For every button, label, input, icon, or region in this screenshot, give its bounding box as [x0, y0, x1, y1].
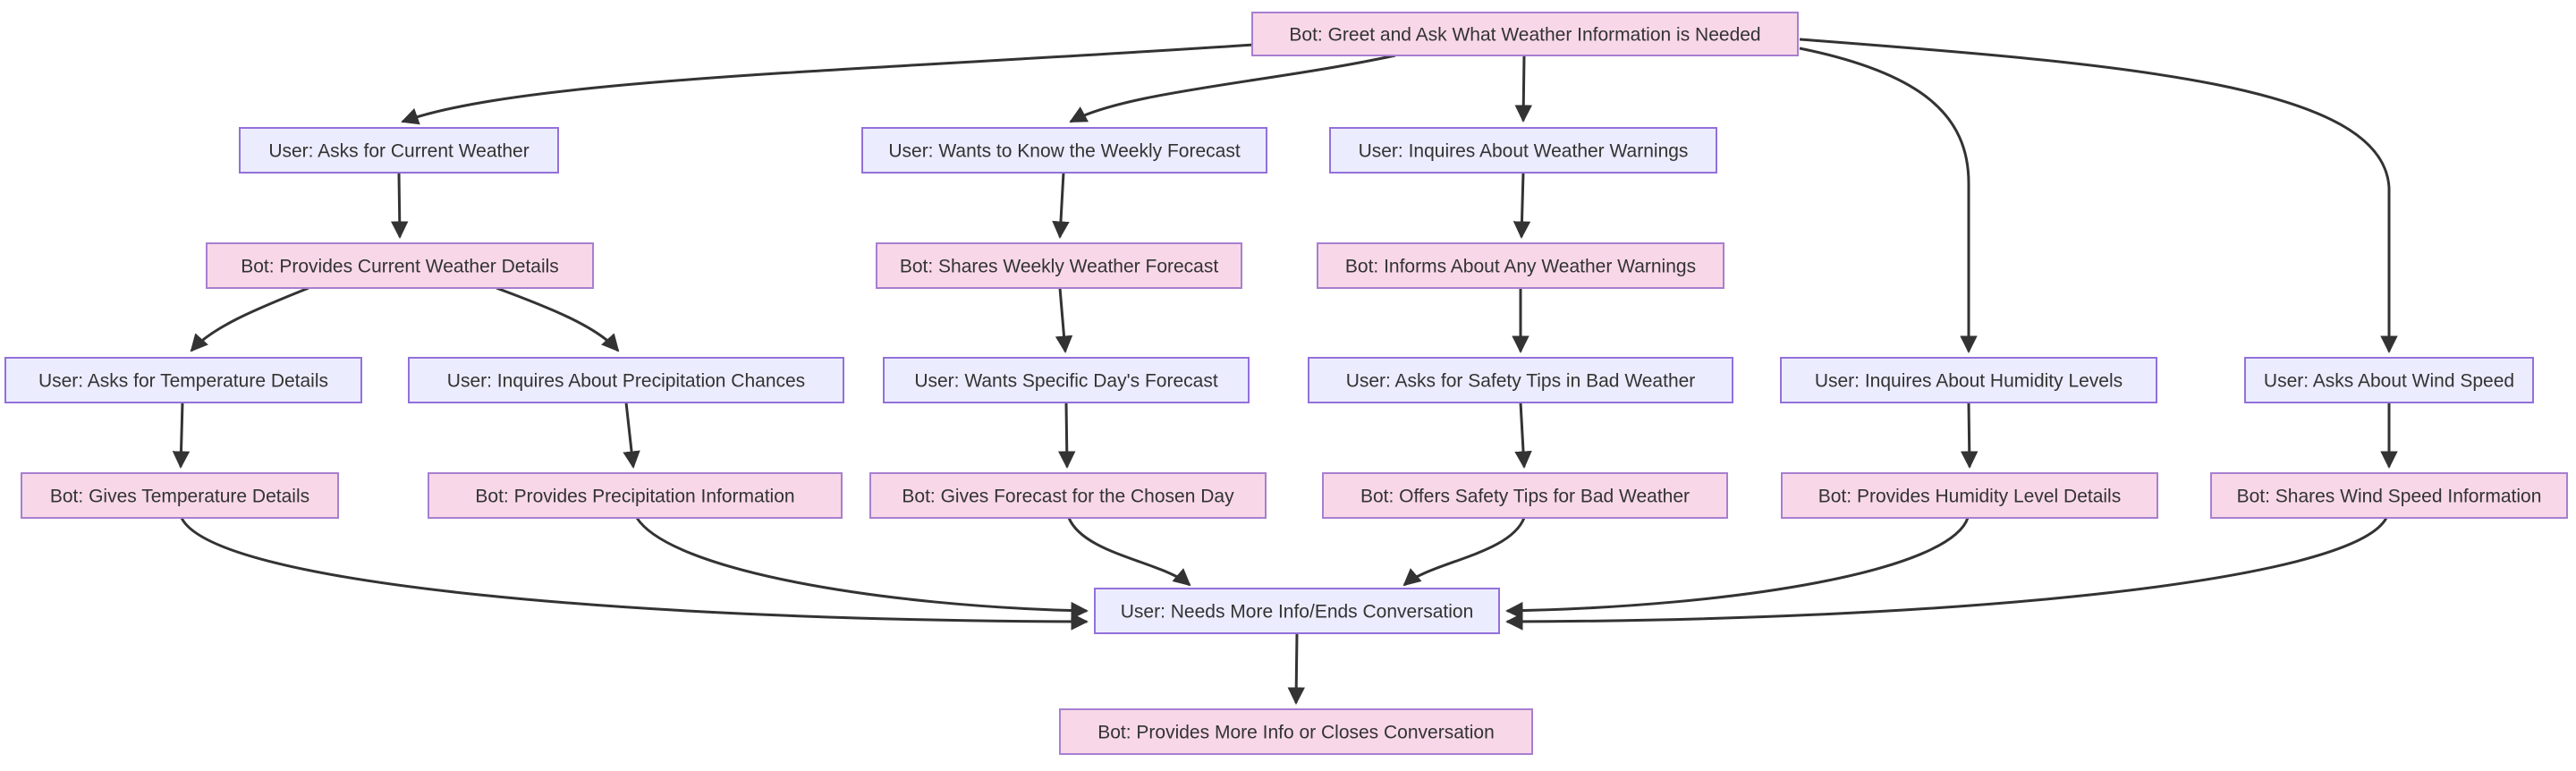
- node-box: [869, 472, 1267, 519]
- edge-b-wind-to-u-more: [1505, 517, 2388, 631]
- node-label: User: Needs More Info/Ends Conversation: [1121, 602, 1474, 623]
- nodes-layer: Bot: Greet and Ask What Weather Informat…: [4, 12, 2568, 755]
- node-label: Bot: Shares Wind Speed Information: [2237, 487, 2542, 507]
- node-label: User: Inquires About Weather Warnings: [1359, 141, 1689, 162]
- node-bot-more-info-or-close: Bot: Provides More Info or Closes Conver…: [1059, 708, 1533, 755]
- node-bot-current-weather-details: Bot: Provides Current Weather Details: [206, 242, 594, 289]
- edge-u-precip-to-b-precip: [623, 402, 640, 469]
- edge-u-humidity-to-b-humidity: [1961, 402, 1979, 469]
- edge-greet-to-u-humidity: [1799, 47, 1978, 353]
- edge-u-weekly-to-b-weekly: [1052, 172, 1070, 239]
- edge-b-precip-to-u-more: [635, 517, 1089, 620]
- node-label: Bot: Provides Current Weather Details: [241, 257, 559, 277]
- node-user-temperature-details: User: Asks for Temperature Details: [4, 357, 362, 403]
- edges-layer: [172, 38, 2398, 705]
- node-label: Bot: Provides Humidity Level Details: [1818, 487, 2121, 507]
- node-label: User: Asks for Current Weather: [268, 141, 529, 162]
- node-box: [1094, 588, 1500, 634]
- node-bot-chosen-day-forecast: Bot: Gives Forecast for the Chosen Day: [869, 472, 1267, 519]
- node-bot-wind-speed-information: Bot: Shares Wind Speed Information: [2210, 472, 2568, 519]
- node-label: User: Asks for Safety Tips in Bad Weathe…: [1346, 371, 1696, 392]
- node-label: Bot: Offers Safety Tips for Bad Weather: [1360, 487, 1690, 507]
- edge-u-warnings-to-b-warnings: [1513, 172, 1531, 239]
- edge-u-day-to-b-day: [1058, 402, 1076, 469]
- node-box: [428, 472, 843, 519]
- edge-b-day-to-u-more: [1067, 517, 1191, 587]
- node-box: [861, 127, 1267, 174]
- node-user-humidity-levels: User: Inquires About Humidity Levels: [1780, 357, 2157, 403]
- node-label: User: Wants to Know the Weekly Forecast: [888, 141, 1240, 162]
- node-box: [876, 242, 1242, 289]
- node-user-specific-day-forecast: User: Wants Specific Day's Forecast: [883, 357, 1250, 403]
- edge-greet-to-u-warnings: [1514, 55, 1532, 123]
- node-box: [408, 357, 844, 403]
- node-bot-weekly-forecast: Bot: Shares Weekly Weather Forecast: [876, 242, 1242, 289]
- edge-u-current-to-b-current: [391, 172, 409, 239]
- node-box: [21, 472, 339, 519]
- node-label: User: Wants Specific Day's Forecast: [914, 371, 1217, 392]
- node-label: Bot: Shares Weekly Weather Forecast: [900, 257, 1219, 277]
- node-box: [2210, 472, 2568, 519]
- node-label: Bot: Gives Forecast for the Chosen Day: [902, 487, 1234, 507]
- node-user-wind-speed: User: Asks About Wind Speed: [2244, 357, 2534, 403]
- node-label: Bot: Informs About Any Weather Warnings: [1345, 257, 1696, 277]
- edge-greet-to-u-weekly: [1069, 54, 1396, 123]
- node-box: [883, 357, 1250, 403]
- node-box: [239, 127, 559, 174]
- edge-greet-to-u-wind: [1799, 38, 2398, 353]
- edge-b-current-to-u-precip: [496, 286, 620, 352]
- node-label: Bot: Provides Precipitation Information: [475, 487, 794, 507]
- node-box: [1322, 472, 1728, 519]
- node-box: [1308, 357, 1733, 403]
- node-bot-greet: Bot: Greet and Ask What Weather Informat…: [1251, 12, 1799, 56]
- node-box: [1251, 12, 1799, 56]
- node-label: User: Asks for Temperature Details: [38, 371, 328, 392]
- node-bot-precipitation-information: Bot: Provides Precipitation Information: [428, 472, 843, 519]
- node-bot-safety-tips: Bot: Offers Safety Tips for Bad Weather: [1322, 472, 1728, 519]
- node-label: User: Inquires About Humidity Levels: [1815, 371, 2123, 392]
- node-box: [1329, 127, 1717, 174]
- node-box: [206, 242, 594, 289]
- node-label: User: Asks About Wind Speed: [2264, 371, 2514, 392]
- node-label: Bot: Greet and Ask What Weather Informat…: [1289, 25, 1760, 46]
- edge-b-weekly-to-u-day: [1055, 287, 1073, 353]
- node-user-weekly-forecast: User: Wants to Know the Weekly Forecast: [861, 127, 1267, 174]
- node-bot-temperature-details: Bot: Gives Temperature Details: [21, 472, 339, 519]
- node-label: Bot: Gives Temperature Details: [50, 487, 309, 507]
- edge-u-temp-to-b-temp: [172, 402, 191, 469]
- node-label: Bot: Provides More Info or Closes Conver…: [1097, 723, 1495, 743]
- edge-greet-to-u-current: [401, 43, 1255, 125]
- node-box: [4, 357, 362, 403]
- node-user-precipitation-chances: User: Inquires About Precipitation Chanc…: [408, 357, 844, 403]
- node-box: [2244, 357, 2534, 403]
- edge-b-temp-to-u-more: [180, 517, 1089, 631]
- node-user-weather-warnings: User: Inquires About Weather Warnings: [1329, 127, 1717, 174]
- edge-b-humidity-to-u-more: [1505, 517, 1970, 620]
- edge-u-safety-to-b-safety: [1514, 402, 1532, 469]
- node-user-safety-tips: User: Asks for Safety Tips in Bad Weathe…: [1308, 357, 1733, 403]
- node-user-asks-current-weather: User: Asks for Current Weather: [239, 127, 559, 174]
- edge-u-more-to-b-more: [1287, 632, 1305, 705]
- node-box: [1059, 708, 1533, 755]
- node-user-needs-more-info: User: Needs More Info/Ends Conversation: [1094, 588, 1500, 634]
- node-box: [1780, 357, 2157, 403]
- node-box: [1781, 472, 2158, 519]
- edge-b-safety-to-u-more: [1402, 517, 1526, 587]
- edge-b-current-to-u-temp: [190, 286, 309, 352]
- node-bot-weather-warnings: Bot: Informs About Any Weather Warnings: [1317, 242, 1724, 289]
- node-label: User: Inquires About Precipitation Chanc…: [447, 371, 805, 392]
- node-bot-humidity-level-details: Bot: Provides Humidity Level Details: [1781, 472, 2158, 519]
- node-box: [1317, 242, 1724, 289]
